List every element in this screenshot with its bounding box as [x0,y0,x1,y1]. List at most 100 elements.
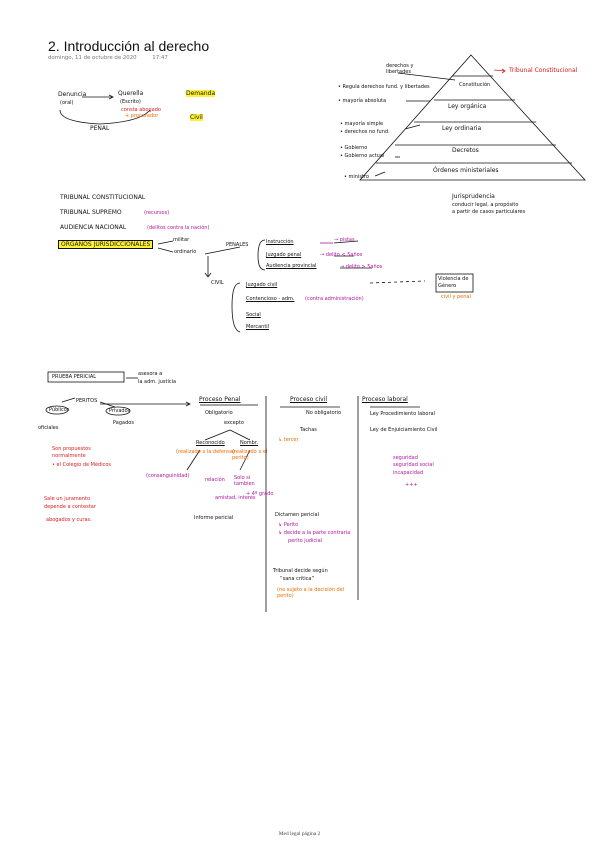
juzgado-penal-label: Juzgado penal [266,252,302,258]
dictamen-label: Dictamen pericial [275,512,320,518]
oficiales-label: oficiales [38,425,59,431]
ordinario-label: ordinario [174,249,197,255]
denuncia-sub: (oral) [60,100,74,106]
ley-laboral-label: Ley Procedimiento laboral [370,411,435,417]
court-ts-note: (recursos) [144,210,170,216]
proceso-civil-heading: Proceso civil [290,396,328,403]
tribunal-constitucional-note: Tribunal Constitucional [509,67,578,74]
nombrado-label: Nombr. [240,440,259,446]
pyramid-note-7: • ministro [344,174,369,180]
page-footer: Med legal página 2 [278,831,321,837]
pyramid-top-label: derechos y libertades [386,63,414,75]
page-meta: domingo, 11 de octubre de 2020 17:47 [48,55,182,61]
pyramid-note-2: • mayoría absoluta [338,98,387,104]
dictamen-note-c: perito judicial [288,538,323,544]
asesora-label-b: la adm. justicia [138,379,177,385]
demanda-label: Demanda [186,90,216,97]
contencioso-label: Contencioso - adm. [246,296,295,302]
civil-branch-label: CIVIL [211,280,224,286]
dictamen-note-a: ↳ Perito [278,522,299,528]
privados-label: Privados [109,408,131,414]
reconocido-label: Reconocido [196,440,225,446]
denuncia-label: Denuncia [58,91,87,98]
relacion-label: relación [205,477,225,483]
juzgado-civil-label: Juzgado civil [246,282,278,288]
asesora-label: asesora a [138,371,163,377]
jurisprudencia-label: Jurisprudencia [452,193,495,200]
proceso-penal-heading: Proceso Penal [199,396,241,403]
amistad-label: amistad, interés [215,495,256,501]
civil-label: Civil [190,114,203,121]
instruccion-note: → pistas [334,237,355,243]
social-label: Social [246,312,261,318]
violencia-genero-label: Violencia de Género [438,276,469,289]
violencia-genero-note: civil y penal [441,294,471,300]
pyramid-note-6: • Gobierno actual [340,153,385,159]
pyramid-level-2: Ley orgánica [448,103,487,110]
peritos-note-3: Sale un juramento [44,496,91,502]
informe-pericial-label: Informe pericial [194,515,234,521]
pyramid-level-4: Decretos [452,147,479,154]
juzgado-penal-note: → delito < 5años [320,252,363,258]
peritos-label: PERITOS [76,398,98,404]
publicos-label: Públicos [49,407,70,413]
peritos-note-4: abogados y curas. [46,517,92,523]
sana-critica-label: “sana crítica” [280,576,315,582]
tribunal-decide-label: Tribunal decide según [273,568,328,574]
pyramid-note-5: • Gobierno [340,145,368,151]
obligatorio-label: Obligatorio [205,410,233,416]
prueba-pericial-label: PRUEBA PERICIAL [52,374,97,380]
solo-si-label: Solo si tambien [234,475,255,487]
pyramid-note-4: • derechos no fund. [340,129,390,135]
page-time: 17:47 [152,55,168,61]
audiencia-provincial-label: Audiencia provincial [266,263,317,269]
no-obligatorio-label: No obligatorio [306,410,342,416]
ley-enjuiciamiento-label: Ley de Enjuiciamiento Civil [370,427,438,433]
laboral-note-d: +++ [405,482,418,488]
querella-sub: (Escrito) [120,99,141,105]
peritos-note-3b: depende a contestar [44,504,96,510]
pyramid-note-1: • Regula derechos fund. y libertades [338,84,430,90]
querella-note-b: + procurador [125,113,159,119]
nombrado-note: (realizado x el perito) [232,449,268,461]
pyramid-level-5: Órdenes ministeriales [433,167,499,174]
militar-label: militar [173,237,190,243]
page-date: domingo, 11 de octubre de 2020 [48,55,137,61]
peritos-note-2: • el Colegio de Médicos [52,462,112,468]
peritos-note-1b: normalmente [52,453,86,459]
court-ts: TRIBUNAL SUPREMO [60,209,122,216]
jurisprudencia-note-a: conducir legal, a propósito [452,202,519,208]
penal-label: PENAL [90,125,110,132]
pyramid-level-3: Ley ordinaria [442,125,482,132]
proceso-laboral-heading: Proceso laboral [362,396,408,403]
pyramid-note-3: • mayoría simple [340,121,384,127]
instruccion-label: Instrucción [266,239,294,245]
audiencia-provincial-note: → delito > 5años [340,264,383,270]
tribunal-note: (no sujeto a la decisión del perito) [277,587,345,599]
querella-label: Querella [118,90,144,97]
mercantil-label: Mercantil [246,324,270,330]
page-title: 2. Introducción al derecho [48,38,210,54]
laboral-note-c: incapacidad [393,470,424,476]
dictamen-note-b: ↳ decide a la parte contraria [278,530,351,536]
court-an: AUDIENCIA NACIONAL [60,224,127,231]
reconocido-note: (realizado x la defensa) [176,449,235,455]
laboral-note-b: seguridad social [393,462,434,468]
contencioso-note: (contra administración) [305,296,364,302]
court-tc: TRIBUNAL CONSTITUCIONAL [60,194,146,201]
pagados-label: Pagados [113,420,134,426]
tachas-note: ↳ tercer [278,437,299,443]
peritos-note-1: Son propuestos [52,446,91,452]
penales-label: PENALES [226,242,249,248]
excepto-label: excepto [224,420,244,426]
tercer-grado-label: + 4º grado [246,491,274,497]
organos-jurisdiccionales: ÓRGANOS JURISDICCIONALES [58,240,154,249]
laboral-note-a: seguridad [393,455,418,461]
consanguinidad-label: (consanguinidad) [146,473,190,479]
jurisprudencia-note-b: a partir de casos particulares [452,209,526,215]
tachas-label: Tachas [300,427,317,433]
querella-note-a: consta abogado [121,107,161,113]
court-an-note: (delitos contra la nación) [147,225,210,231]
pyramid-level-1: Constitución [459,82,491,88]
